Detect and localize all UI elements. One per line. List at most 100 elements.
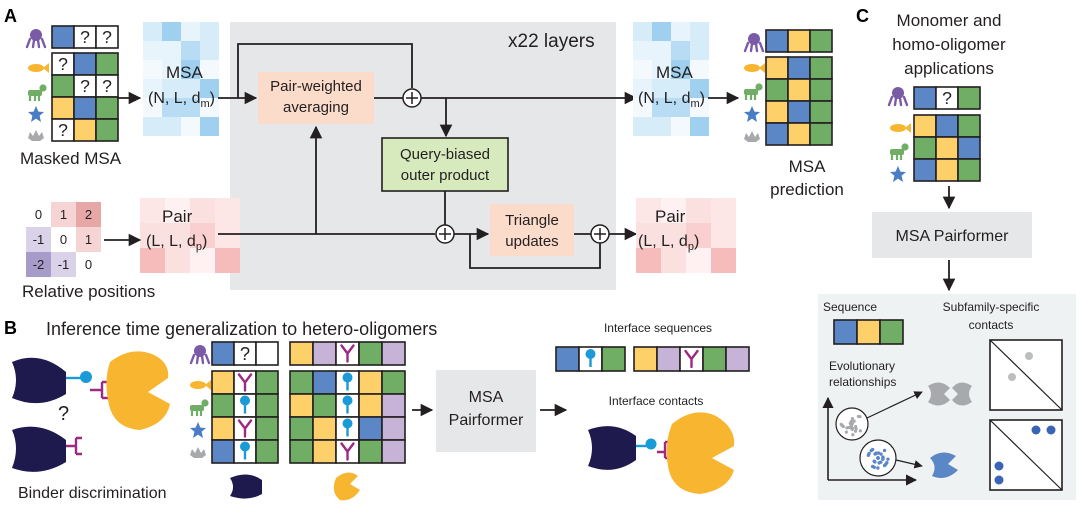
panel-c-title-line1: Monomer and <box>897 11 1002 30</box>
gray-dot <box>854 427 858 431</box>
msa-pairformer-box-c <box>872 212 1032 258</box>
relpos-value: -1 <box>58 257 70 272</box>
masked-msa-grid: ?????? <box>51 25 119 142</box>
msa-cell <box>913 114 937 138</box>
heat-cell <box>686 223 711 248</box>
msa-prediction-line2: prediction <box>770 180 844 199</box>
msa-cell <box>935 114 959 138</box>
heat-cell <box>165 198 190 223</box>
msa-cell <box>73 118 97 142</box>
heat-cell <box>162 117 181 136</box>
relpos-value: 0 <box>60 232 67 247</box>
heat-cell <box>162 79 181 98</box>
masked-cell-mark: ? <box>80 76 90 96</box>
heat-cell <box>140 248 165 273</box>
contact-map-gray <box>989 339 1063 411</box>
heat-cell <box>671 79 690 98</box>
heat-cell <box>162 60 181 79</box>
hetero-msa-right-grid <box>289 341 406 464</box>
gray-dot <box>851 426 855 431</box>
heat-cell <box>200 22 219 41</box>
masked-msa-label: Masked MSA <box>20 149 122 168</box>
heat-cell <box>633 60 652 79</box>
navy-binder-small <box>230 474 262 499</box>
msa-cell <box>913 86 937 110</box>
relpos-value: 1 <box>85 232 92 247</box>
msa-cell <box>913 158 937 182</box>
heat-cell <box>181 79 200 98</box>
msa-input-title: MSA <box>166 63 204 82</box>
msa-cell <box>856 319 881 345</box>
pair-input-heatmap <box>140 198 240 273</box>
heat-cell <box>711 248 736 273</box>
blue-dot <box>879 452 883 456</box>
msa-input-dims: (N, L, dm) <box>148 90 215 110</box>
pair-output-title: Pair <box>655 207 686 226</box>
msa-cell <box>935 158 959 182</box>
triangle-updates-box <box>490 204 574 256</box>
heat-cell <box>190 248 215 273</box>
question-mark: ? <box>58 403 69 425</box>
blue-dot <box>867 451 871 456</box>
heat-cell <box>690 22 709 41</box>
evolutionary-line1: Evolutionary <box>829 359 895 373</box>
navy-binder-shape <box>12 357 66 404</box>
msa-cell <box>879 319 904 345</box>
msa-cell <box>381 370 406 395</box>
pair-weighted-line1: Pair-weighted <box>270 78 362 95</box>
msa-output-dims: (N, L, dm) <box>638 90 705 110</box>
relpos-cell <box>76 227 101 252</box>
orange-receptor-small <box>333 472 360 501</box>
heat-cell <box>633 41 652 60</box>
msa-cell <box>211 393 235 418</box>
msa-cell <box>809 56 833 80</box>
heat-cell <box>200 117 219 136</box>
gray-dot <box>847 425 851 430</box>
msa-cell <box>358 439 383 464</box>
pair-weighted-line2: averaging <box>283 99 349 116</box>
heat-cell <box>690 117 709 136</box>
blue-dot <box>884 462 888 466</box>
panel-c-title-line2: homo-oligomer <box>892 35 1006 54</box>
relpos-value: -1 <box>33 232 45 247</box>
relpos-value: 2 <box>85 207 92 222</box>
msa-cell <box>913 136 937 160</box>
heat-cell <box>143 41 162 60</box>
gray-dot <box>853 429 858 433</box>
relpos-value: 1 <box>60 207 67 222</box>
hetero-msa-left-grid: ? <box>211 341 279 464</box>
masked-cell-mark: ? <box>240 343 250 364</box>
heat-cell <box>165 223 190 248</box>
sequence-label: Sequence <box>823 300 877 314</box>
gray-dot <box>858 429 862 433</box>
heat-cell <box>671 22 690 41</box>
interface-contacts-complex <box>588 412 735 494</box>
heat-cell <box>661 248 686 273</box>
pairformer-c-label: MSA Pairformer <box>896 228 1010 245</box>
panel-b-label: B <box>4 318 17 338</box>
heat-cell <box>215 223 240 248</box>
monomer-msa-grid: ? <box>913 86 981 182</box>
sequence-strip <box>833 319 904 345</box>
subfamily-line2: contacts <box>969 318 1014 332</box>
msa-cell <box>312 416 337 441</box>
msa-cell <box>765 122 789 146</box>
msa-cell <box>633 346 658 372</box>
msa-cell <box>358 341 383 366</box>
heat-cell <box>636 248 661 273</box>
residual-add-msa <box>402 88 422 108</box>
msa-cell <box>289 341 314 366</box>
relpos-cell <box>51 252 76 277</box>
msa-cell <box>289 439 314 464</box>
msa-prediction-line1: MSA <box>789 157 827 176</box>
blue-dot <box>886 457 890 461</box>
urchin-icon <box>28 130 44 141</box>
heat-cell <box>652 60 671 79</box>
navy-binder-complex <box>588 426 636 470</box>
panel-a-label: A <box>4 6 17 26</box>
msa-cell <box>381 416 406 441</box>
masked-cell-mark: ? <box>80 27 90 47</box>
masked-cell-mark: ? <box>942 88 952 108</box>
